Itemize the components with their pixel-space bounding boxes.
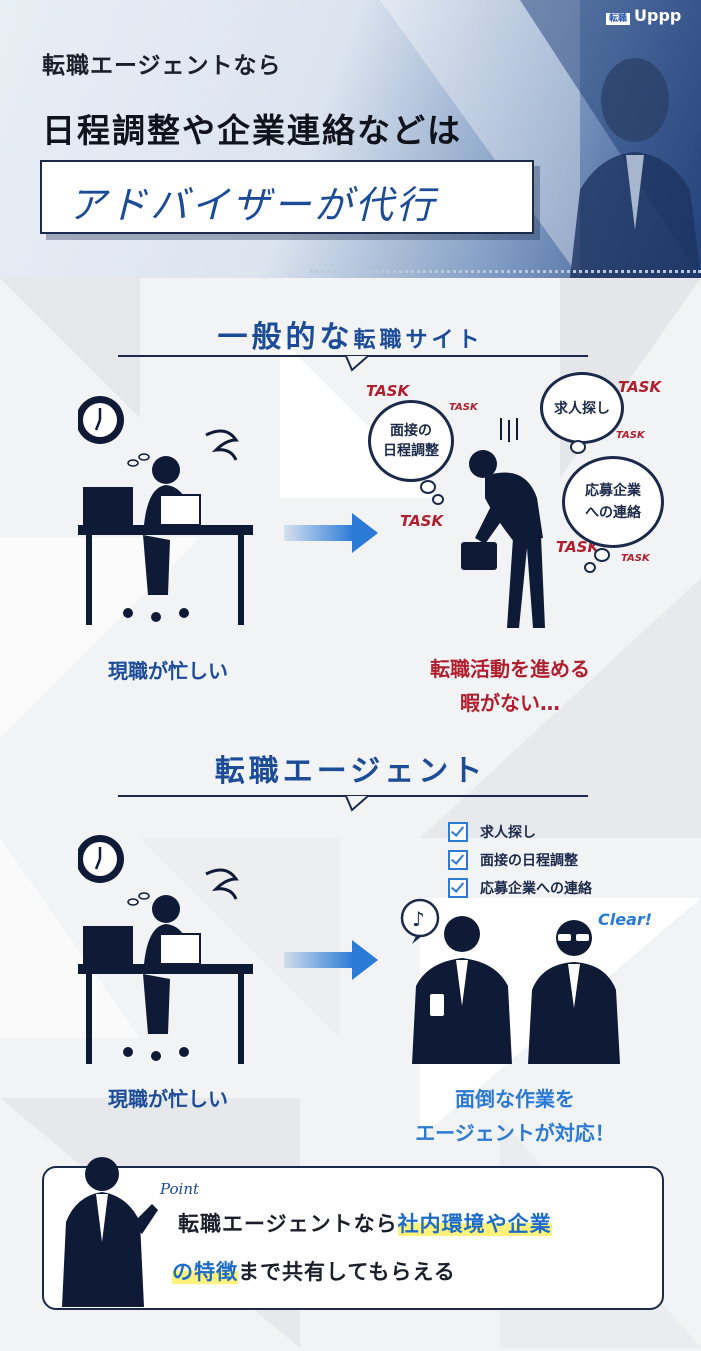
task-cloud-interview: 面接の 日程調整 — [368, 400, 454, 482]
arrow-body — [284, 952, 354, 968]
busy-worker-illustration — [78, 396, 253, 625]
stress-swirl-icon — [205, 868, 239, 900]
point-line-1: 転職エージェントなら社内環境や企業 — [178, 1212, 552, 1236]
clear-text: Clear! — [598, 910, 653, 929]
task-tag: TASK — [400, 512, 444, 530]
left-label-busy: 現職が忙しい — [108, 659, 228, 683]
section2-title: 転職エージェント — [214, 754, 487, 789]
svg-text:♪: ♪ — [412, 907, 425, 931]
task-cloud-job-search: 求人探し — [540, 372, 624, 444]
right-label-agent-handles: 面倒な作業を エージェントが対応！ — [415, 1087, 615, 1145]
checkbox-checked-icon — [448, 822, 468, 842]
point-line-2: の特徴まで共有してもらえる — [172, 1260, 456, 1284]
businessman-photo — [570, 58, 701, 278]
point-box — [42, 1166, 664, 1310]
right-label-no-time: 転職活動を進める 暇がない… — [430, 657, 590, 715]
header-title: 日程調整や企業連絡などは — [42, 111, 462, 150]
task-tag: TASK — [366, 382, 410, 400]
tired-worker-illustration — [461, 418, 545, 628]
checklist-item: 求人探し — [448, 818, 592, 846]
title-bubble-notch — [345, 795, 369, 812]
left-label-busy: 現職が忙しい — [108, 1087, 228, 1111]
checkbox-checked-icon — [448, 850, 468, 870]
checklist-item: 面接の日程調整 — [448, 846, 592, 874]
arrow-body — [284, 525, 354, 541]
arrow-right-icon — [352, 940, 378, 980]
dotted-divider — [310, 270, 701, 273]
task-tag: TASK — [616, 430, 645, 441]
task-tag: TASK — [621, 553, 650, 564]
task-tag: TASK — [618, 378, 662, 396]
task-tag: TASK — [449, 402, 478, 413]
title-bubble-notch — [345, 355, 369, 372]
header-highlight-text: アドバイザーが代行 — [68, 183, 438, 227]
checkbox-checked-icon — [448, 878, 468, 898]
section1-title: 一般的な転職サイト — [217, 320, 484, 355]
checklist: 求人探し 面接の日程調整 応募企業への連絡 — [448, 818, 592, 902]
stress-swirl-icon — [205, 429, 239, 461]
point-label: Point — [160, 1180, 200, 1198]
agents-illustration: ♪ — [400, 898, 620, 1064]
arrow-right-icon — [352, 513, 378, 553]
task-cloud-contact: 応募企業 への連絡 — [562, 456, 664, 548]
pointing-businessman-illustration — [62, 1157, 158, 1307]
header-highlight-box: アドバイザーが代行 — [40, 160, 534, 234]
checklist-item: 応募企業への連絡 — [448, 874, 592, 902]
busy-worker-illustration — [78, 835, 253, 1064]
header-subtitle: 転職エージェントなら — [42, 53, 282, 79]
